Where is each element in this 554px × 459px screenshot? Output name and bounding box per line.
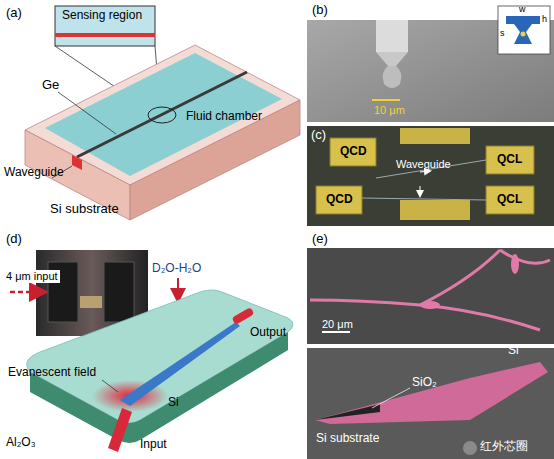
dimension-label: s xyxy=(500,28,505,38)
region-label: Sensing region xyxy=(62,9,142,23)
material-label: Al₂O₃ xyxy=(6,436,36,450)
pad-label: QCD xyxy=(326,193,353,207)
panel-tag: (b) xyxy=(312,3,328,18)
panel-tag: (a) xyxy=(6,6,22,21)
input-label: 4 μm input xyxy=(4,270,60,283)
part-label: Si substrate xyxy=(50,202,119,217)
pad-label: QCL xyxy=(497,153,522,167)
part-label: Waveguide xyxy=(396,158,451,171)
pad-label: QCL xyxy=(497,193,522,207)
part-label: Fluid chamber xyxy=(186,110,262,124)
panel-tag: (c) xyxy=(311,128,326,143)
part-label: Waveguide xyxy=(4,166,64,180)
material-label: Si xyxy=(508,344,519,358)
panel-tag: (d) xyxy=(6,232,22,247)
dimension-label: w xyxy=(519,4,526,14)
material-label: Si xyxy=(168,396,179,410)
scale-bar-label: 20 μm xyxy=(322,318,353,331)
field-label: Evanescent field xyxy=(8,366,96,380)
fluid-label: D₂O-H₂O xyxy=(150,262,203,276)
scale-bar-label: 10 μm xyxy=(374,104,405,117)
watermark: 红外芯圈 xyxy=(480,440,528,454)
pad-label: QCD xyxy=(340,145,367,159)
port-label: Output xyxy=(250,326,286,340)
panel-tag: (e) xyxy=(312,232,328,247)
material-label: Si substrate xyxy=(316,432,379,446)
material-label: SiO₂ xyxy=(412,376,437,390)
port-label: Input xyxy=(140,438,167,452)
dimension-label: h xyxy=(542,14,547,24)
material-label: Ge xyxy=(42,78,59,93)
